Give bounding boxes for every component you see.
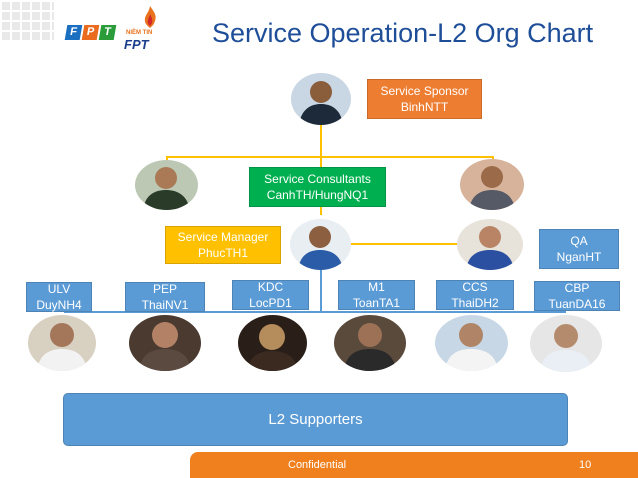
connector-line [166, 156, 494, 158]
team-role: M1 [368, 280, 385, 294]
fpt-logo: F P T [64, 25, 117, 40]
footer-bar [190, 452, 638, 478]
sponsor-box: Service Sponsor BinhNTT [367, 79, 482, 119]
manager-role: Service Manager [177, 230, 269, 244]
page-title: Service Operation-L2 Org Chart [212, 18, 594, 48]
corner-pattern [0, 0, 54, 40]
niem-tin-text: NIỀM TIN [126, 30, 153, 36]
manager-photo [290, 219, 351, 270]
qa-name: NganHT [556, 250, 602, 264]
team-box-cbp: CBP TuanDA16 [534, 281, 620, 311]
page-number: 10 [579, 459, 592, 471]
l2-supporters-box: L2 Supporters [63, 393, 568, 446]
team-photo [28, 315, 96, 371]
qa-role: QA [570, 234, 588, 248]
manager-name: PhucTH1 [197, 246, 249, 260]
sponsor-name: BinhNTT [400, 100, 449, 114]
team-photo [530, 315, 602, 372]
team-box-pep: PEP ThaiNV1 [125, 282, 205, 312]
team-photo [334, 315, 406, 371]
team-role: PEP [152, 282, 177, 296]
sponsor-role: Service Sponsor [380, 84, 469, 98]
team-box-ccs: CCS ThaiDH2 [436, 280, 514, 310]
team-name: ThaiNV1 [141, 298, 189, 312]
manager-box: Service Manager PhucTH1 [165, 226, 281, 264]
team-role: CBP [564, 281, 590, 295]
flame-icon [144, 6, 156, 28]
connector-line [64, 311, 566, 313]
team-box-kdc: KDC LocPD1 [232, 280, 309, 310]
team-box-m1: M1 ToanTA1 [338, 280, 415, 310]
niem-tin-fpt-logo: NIỀM TIN FPT [124, 6, 172, 52]
team-photo [238, 315, 307, 371]
team-name: ThaiDH2 [451, 296, 499, 310]
team-name: ToanTA1 [352, 296, 401, 310]
team-photo [129, 315, 201, 371]
connector-line [320, 268, 322, 312]
fpt-logo-letter: P [81, 25, 100, 40]
qa-box: QA NganHT [539, 229, 619, 269]
consultants-box: Service Consultants CanhTH/HungNQ1 [249, 167, 386, 207]
team-name: DuyNH4 [36, 298, 82, 312]
connector-line [346, 243, 486, 245]
team-role: CCS [462, 280, 488, 294]
footer-confidential: Confidential [288, 459, 347, 471]
team-name: TuanDA16 [548, 297, 606, 311]
team-role: KDC [257, 280, 284, 294]
team-box-ulv: ULV DuyNH4 [26, 282, 92, 312]
consultant-photo [460, 159, 524, 210]
qa-photo [457, 219, 523, 270]
team-role: ULV [47, 282, 71, 296]
consultants-name: CanhTH/HungNQ1 [266, 188, 369, 202]
team-name: LocPD1 [249, 296, 292, 310]
fpt-logo-letter: F [64, 25, 83, 40]
consultant-photo [135, 160, 198, 210]
team-photo [435, 315, 508, 371]
l2-supporters-label: L2 Supporters [268, 410, 363, 428]
sponsor-photo [291, 73, 351, 125]
consultants-role: Service Consultants [264, 172, 371, 186]
fpt-wordmark: FPT [124, 37, 149, 52]
fpt-logo-letter: T [98, 25, 117, 40]
